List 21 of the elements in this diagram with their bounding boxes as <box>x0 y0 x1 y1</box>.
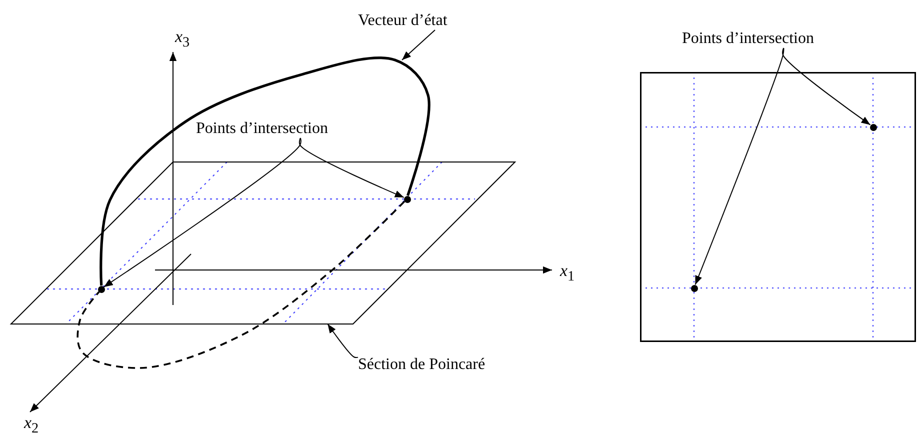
leader-arrow <box>782 48 871 126</box>
axis-label: x$_{1}$ <box>560 262 575 286</box>
intersection-point <box>404 196 410 202</box>
trajectory-curve <box>76 200 406 369</box>
poincare-plane <box>11 162 515 324</box>
annotation-text: Points d’intersection <box>682 30 814 48</box>
annotation-text: Points d’intersection <box>196 120 328 138</box>
leader-arrow <box>694 48 784 286</box>
section-frame <box>640 72 916 342</box>
leader-arrow <box>103 138 302 288</box>
leader-arrow <box>402 30 436 60</box>
intersection-point <box>870 124 876 130</box>
leader-arrow <box>327 324 358 358</box>
annotation-text: Vecteur d’état <box>358 12 448 30</box>
leader-arrow <box>298 138 404 198</box>
trajectory-curve <box>100 56 430 286</box>
axis-label: x$_{2}$ <box>24 414 39 434</box>
intersection-point <box>98 286 104 292</box>
intersection-point <box>690 284 698 292</box>
annotation-text: Séction de Poincaré <box>358 356 486 374</box>
axis-label: x$_{3}$ <box>175 28 190 52</box>
